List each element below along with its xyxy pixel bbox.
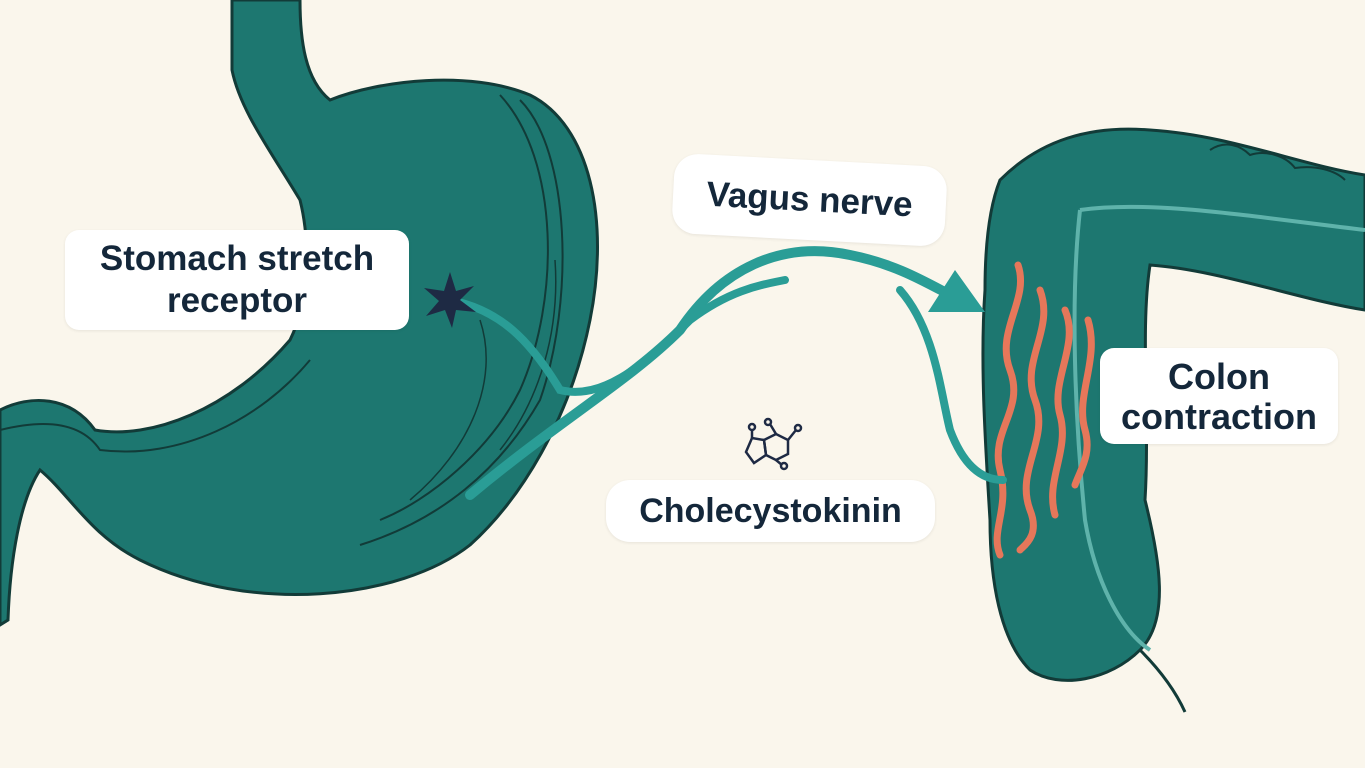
vagus-nerve: [446, 246, 1007, 500]
colon-inner-band-vertical: [1072, 209, 1152, 652]
nerve-main: [465, 246, 965, 500]
stomach-inner-line: [0, 359, 311, 453]
label-colon-line2: contraction: [1120, 396, 1317, 437]
stomach-fold-2: [379, 94, 549, 521]
molecule-icon: [744, 417, 803, 471]
wave-3: [1049, 306, 1073, 519]
wave-4: [1071, 316, 1095, 489]
stomach-body: [0, 0, 599, 627]
label-colon-contraction: Colon contraction: [1100, 348, 1338, 444]
nerve-branch-colon: [896, 286, 1007, 484]
contraction-waves: [993, 261, 1095, 559]
stomach-fold-1: [359, 99, 564, 546]
colon-haustra-top: [1209, 143, 1346, 181]
wave-2: [1016, 286, 1048, 554]
stomach-fold-3: [409, 319, 487, 501]
receptor-star-icon: [424, 272, 476, 328]
stomach: [0, 0, 599, 627]
label-stomach-line2: receptor: [166, 281, 308, 320]
label-cholecystokinin: Cholecystokinin: [606, 480, 935, 542]
colon-inner-band: [1079, 204, 1365, 232]
nerve-branch-receptor: [446, 276, 789, 396]
nerve-arrow-icon: [928, 270, 985, 312]
colon-tail: [1138, 648, 1187, 713]
colon-body: [981, 127, 1365, 682]
label-vagus-nerve: Vagus nerve: [671, 152, 948, 248]
wave-1: [993, 261, 1025, 559]
label-stomach-line1: Stomach stretch: [99, 239, 375, 278]
label-stomach-stretch-receptor: Stomach stretch receptor: [65, 230, 409, 330]
colon: [981, 127, 1365, 713]
label-colon-line1: Colon: [1168, 356, 1270, 397]
